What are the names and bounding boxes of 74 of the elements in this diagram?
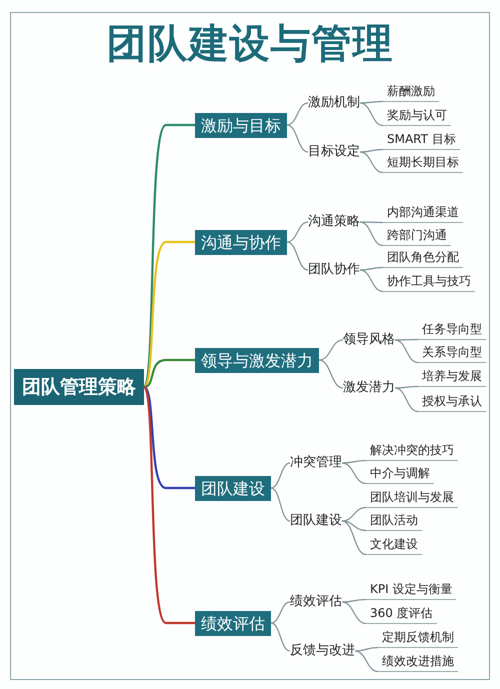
branch-connector	[318, 359, 344, 389]
branch-connector	[360, 266, 384, 271]
leaf-label: 中介与调解	[366, 464, 434, 484]
branch-connector	[354, 650, 378, 672]
leaf-label: 团队角色分配	[383, 248, 463, 268]
branch-connector	[360, 221, 384, 246]
leaf-label: 解决冲突的技巧	[366, 441, 458, 461]
topic-label: 沟通策略	[308, 212, 360, 232]
leaf-label: 绩效改进措施	[378, 652, 458, 672]
leaf-label: SMART 目标	[383, 130, 460, 150]
leaf-label: 短期长期目标	[383, 153, 463, 173]
branch-connector	[286, 102, 308, 126]
branch-connector	[286, 124, 308, 153]
branch-connector	[342, 462, 366, 484]
branch-connector	[143, 386, 195, 624]
branch-connector	[395, 386, 418, 389]
branch-connector	[270, 601, 290, 624]
branch-connector	[143, 386, 195, 490]
leaf-label: 定期反馈机制	[378, 628, 458, 648]
branch-connector	[270, 487, 290, 522]
branch-node: 沟通与协作	[195, 230, 287, 254]
title: 团队建设与管理	[106, 21, 394, 67]
leaf-label: KPI 设定与衡量	[366, 580, 456, 600]
leaf-label: 团队活动	[366, 511, 422, 531]
leaf-label: 360 度评估	[366, 604, 437, 624]
branch-connector	[342, 520, 366, 532]
branch-connector	[360, 148, 384, 153]
branch-connector	[144, 358, 195, 388]
branch-connector	[286, 221, 308, 243]
leaf-label: 文化建设	[366, 535, 422, 555]
topic-label: 反馈与改进	[290, 641, 355, 661]
branch-connector	[360, 221, 383, 224]
topic-label: 绩效评估	[290, 592, 342, 612]
branch-connector	[342, 598, 366, 603]
branch-node: 团队建设	[195, 476, 271, 500]
root-node: 团队管理策略	[14, 369, 144, 405]
leaf-label: 协作工具与技巧	[383, 272, 475, 292]
branch-connector	[286, 241, 308, 271]
branch-connector	[342, 601, 366, 624]
branch-connector	[394, 387, 418, 412]
branch-connector	[360, 102, 384, 126]
branch-connector	[342, 520, 366, 556]
branch-connector	[143, 240, 195, 388]
branch-connector	[360, 100, 383, 104]
leaf-label: 奖励与认可	[383, 106, 451, 126]
branch-connector	[360, 269, 384, 292]
branch-connector	[360, 151, 384, 174]
leaf-label: 授权与承认	[418, 392, 486, 412]
leaf-label: 关系导向型	[418, 343, 486, 363]
branch-connector	[394, 339, 418, 364]
branch-node: 领导与激发潜力	[195, 348, 319, 372]
topic-label: 团队建设	[290, 511, 342, 531]
branch-node: 绩效评估	[195, 610, 271, 636]
branch-connector	[270, 622, 290, 652]
branch-connector	[270, 462, 290, 489]
topic-label: 领导风格	[343, 330, 395, 350]
branch-connector	[342, 460, 366, 464]
topic-label: 目标设定	[308, 142, 360, 162]
topic-label: 冲突管理	[290, 453, 342, 473]
branch-node: 激励与目标	[195, 112, 287, 138]
topic-label: 激励机制	[308, 93, 360, 113]
leaf-label: 内部沟通渠道	[383, 203, 463, 223]
branch-connector	[395, 338, 418, 341]
branch-connector	[342, 506, 366, 522]
leaf-label: 薪酬激励	[383, 82, 439, 102]
leaf-label: 跨部门沟通	[383, 226, 451, 246]
branch-connector	[354, 646, 378, 652]
leaf-label: 任务导向型	[418, 320, 486, 340]
topic-label: 团队协作	[308, 260, 360, 280]
topic-label: 激发潜力	[343, 378, 395, 398]
leaf-label: 培养与发展	[418, 367, 486, 387]
branch-connector	[318, 339, 344, 361]
branch-connector	[143, 124, 195, 388]
leaf-label: 团队培训与发展	[366, 488, 458, 508]
